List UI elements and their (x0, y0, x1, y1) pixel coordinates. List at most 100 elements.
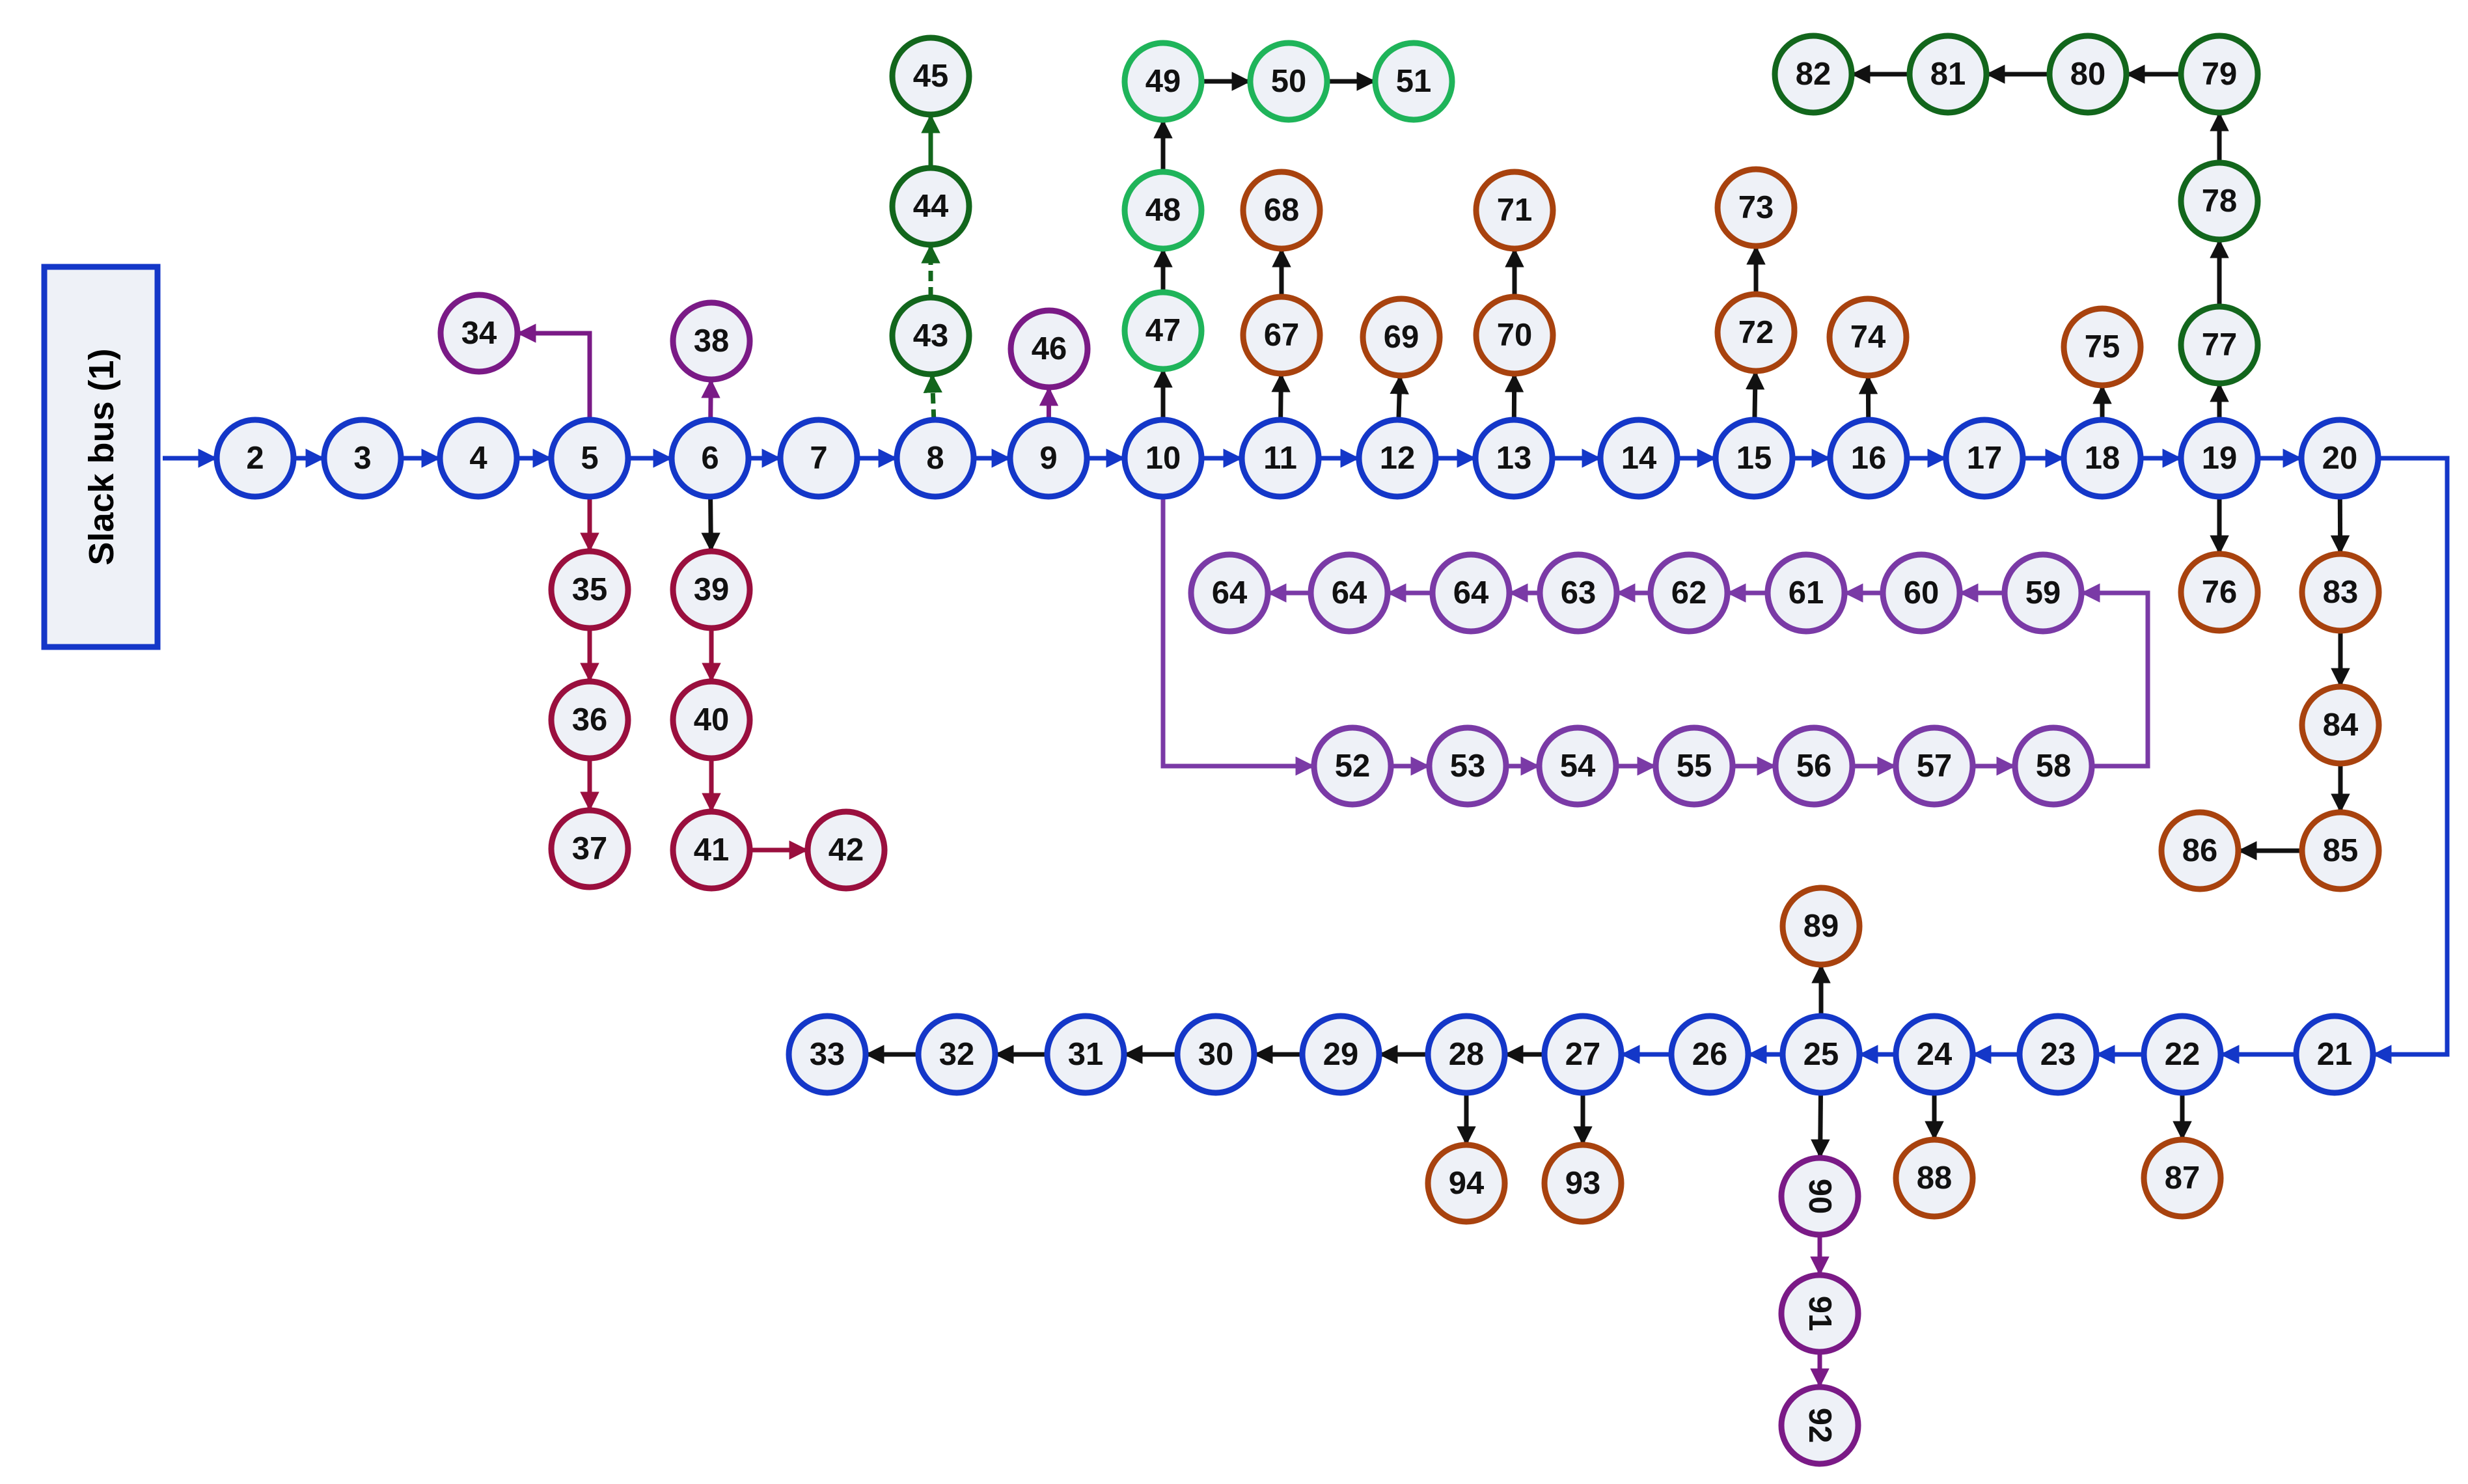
bus-node-52[interactable]: 52 (1311, 724, 1394, 808)
bus-node-53[interactable]: 53 (1426, 724, 1509, 808)
bus-node-51[interactable]: 51 (1372, 40, 1455, 123)
bus-label: 60 (1904, 575, 1940, 611)
bus-node-3[interactable]: 3 (321, 417, 404, 500)
bus-node-14[interactable]: 14 (1597, 417, 1680, 500)
bus-label: 31 (1068, 1037, 1104, 1072)
bus-node-38[interactable]: 38 (670, 299, 753, 383)
bus-node-21[interactable]: 21 (2293, 1013, 2376, 1096)
bus-node-25[interactable]: 25 (1779, 1013, 1863, 1096)
bus-node-87[interactable]: 87 (2141, 1136, 2224, 1220)
bus-node-32[interactable]: 32 (915, 1013, 998, 1096)
bus-circle (2178, 551, 2261, 634)
bus-node-73[interactable]: 73 (1714, 166, 1798, 249)
bus-node-43[interactable]: 43 (889, 294, 972, 378)
bus-node-45[interactable]: 45 (889, 34, 972, 118)
bus-node-67[interactable]: 67 (1240, 294, 1323, 377)
bus-node-34[interactable]: 34 (437, 292, 521, 375)
bus-node-48[interactable]: 48 (1121, 169, 1205, 252)
bus-node-36[interactable]: 36 (548, 678, 631, 762)
bus-node-61[interactable]: 61 (1764, 551, 1848, 635)
bus-node-41[interactable]: 41 (670, 808, 753, 892)
bus-node-90[interactable]: 90 (1778, 1155, 1861, 1238)
bus-node-69[interactable]: 69 (1360, 295, 1443, 379)
bus-label: 36 (572, 702, 608, 737)
bus-node-82[interactable]: 82 (1772, 33, 1855, 116)
bus-node-84[interactable]: 84 (2299, 683, 2382, 767)
bus-node-71[interactable]: 71 (1473, 169, 1556, 252)
bus-node-83[interactable]: 83 (2299, 551, 2382, 634)
bus-node-75[interactable]: 75 (2061, 305, 2144, 389)
bus-node-22[interactable]: 22 (2141, 1013, 2224, 1096)
bus-node-47[interactable]: 47 (1121, 289, 1205, 372)
bus-node-40[interactable]: 40 (670, 678, 753, 762)
bus-node-37[interactable]: 37 (548, 807, 631, 890)
bus-node-74[interactable]: 74 (1826, 295, 1910, 379)
bus-node-5[interactable]: 5 (548, 417, 631, 500)
bus-node-78[interactable]: 78 (2178, 159, 2261, 243)
bus-node-30[interactable]: 30 (1174, 1013, 1257, 1096)
bus-node-27[interactable]: 27 (1541, 1013, 1625, 1096)
bus-node-64a[interactable]: 64 (1429, 551, 1513, 635)
bus-node-9[interactable]: 9 (1007, 417, 1090, 500)
bus-node-88[interactable]: 88 (1893, 1136, 1976, 1220)
bus-node-62[interactable]: 62 (1647, 551, 1731, 635)
bus-node-79[interactable]: 79 (2178, 33, 2261, 116)
bus-node-2[interactable]: 2 (213, 417, 297, 500)
bus-node-20[interactable]: 20 (2298, 417, 2381, 500)
bus-node-85[interactable]: 85 (2299, 809, 2382, 892)
bus-node-46[interactable]: 46 (1008, 307, 1091, 391)
bus-node-55[interactable]: 55 (1652, 724, 1736, 808)
bus-node-13[interactable]: 13 (1472, 417, 1556, 500)
bus-node-33[interactable]: 33 (786, 1013, 869, 1096)
bus-node-24[interactable]: 24 (1893, 1013, 1976, 1096)
bus-node-29[interactable]: 29 (1299, 1013, 1382, 1096)
bus-node-80[interactable]: 80 (2046, 33, 2130, 116)
bus-node-28[interactable]: 28 (1425, 1013, 1508, 1096)
bus-node-44[interactable]: 44 (889, 165, 972, 248)
bus-node-81[interactable]: 81 (1906, 33, 1990, 116)
bus-node-8[interactable]: 8 (894, 417, 977, 500)
bus-node-54[interactable]: 54 (1536, 724, 1619, 808)
bus-node-17[interactable]: 17 (1943, 417, 2026, 500)
bus-circle (1712, 417, 1796, 500)
bus-node-92[interactable]: 92 (1778, 1384, 1861, 1467)
bus-node-15[interactable]: 15 (1712, 417, 1796, 500)
bus-node-72[interactable]: 72 (1714, 291, 1798, 374)
bus-node-57[interactable]: 57 (1893, 724, 1976, 808)
bus-node-89[interactable]: 89 (1779, 885, 1863, 968)
bus-node-64c[interactable]: 64 (1188, 551, 1271, 635)
bus-node-68[interactable]: 68 (1240, 169, 1323, 252)
bus-node-31[interactable]: 31 (1044, 1013, 1127, 1096)
bus-node-50[interactable]: 50 (1247, 40, 1330, 123)
bus-node-60[interactable]: 60 (1880, 551, 1963, 635)
bus-node-16[interactable]: 16 (1827, 417, 1910, 500)
bus-node-26[interactable]: 26 (1668, 1013, 1751, 1096)
bus-node-6[interactable]: 6 (668, 417, 752, 500)
bus-node-56[interactable]: 56 (1772, 724, 1856, 808)
bus-node-64b[interactable]: 64 (1308, 551, 1391, 635)
bus-node-39[interactable]: 39 (670, 548, 753, 631)
slack-bus-box[interactable] (41, 264, 161, 650)
bus-node-58[interactable]: 58 (2012, 724, 2095, 808)
bus-node-7[interactable]: 7 (777, 417, 860, 500)
bus-node-77[interactable]: 77 (2178, 303, 2261, 387)
bus-node-18[interactable]: 18 (2061, 417, 2144, 500)
bus-node-35[interactable]: 35 (548, 548, 631, 631)
bus-node-59[interactable]: 59 (2001, 551, 2085, 635)
bus-node-49[interactable]: 49 (1121, 40, 1205, 123)
bus-node-4[interactable]: 4 (437, 417, 520, 500)
bus-label: 88 (1917, 1161, 1953, 1196)
bus-node-91[interactable]: 91 (1778, 1272, 1861, 1355)
bus-node-12[interactable]: 12 (1356, 417, 1439, 500)
bus-node-93[interactable]: 93 (1541, 1142, 1625, 1225)
bus-node-19[interactable]: 19 (2178, 417, 2261, 500)
bus-node-76[interactable]: 76 (2178, 551, 2261, 634)
bus-node-10[interactable]: 10 (1121, 417, 1205, 500)
bus-node-94[interactable]: 94 (1425, 1142, 1508, 1225)
bus-node-11[interactable]: 11 (1239, 417, 1322, 500)
bus-node-42[interactable]: 42 (804, 808, 888, 892)
bus-node-86[interactable]: 86 (2158, 809, 2242, 892)
bus-node-23[interactable]: 23 (2016, 1013, 2100, 1096)
bus-node-70[interactable]: 70 (1473, 294, 1556, 377)
bus-node-63[interactable]: 63 (1537, 551, 1620, 635)
